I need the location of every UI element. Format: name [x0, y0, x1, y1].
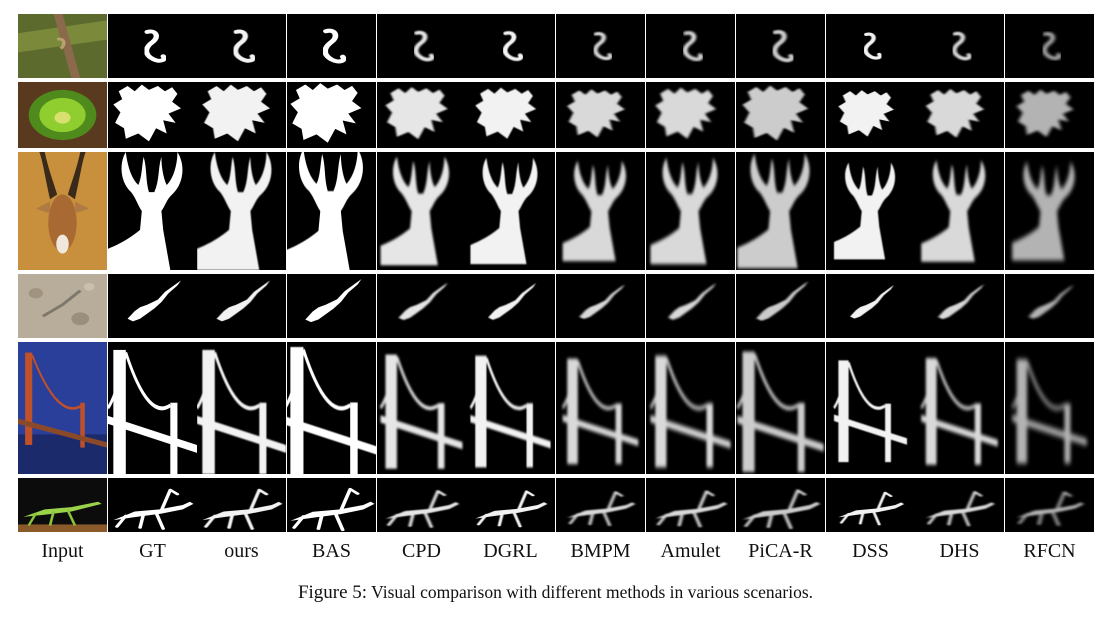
dss-saliency-map — [826, 14, 915, 78]
bmpm-saliency-map — [556, 342, 645, 474]
bas-saliency-map — [287, 82, 376, 148]
dgrl-saliency-map — [466, 342, 555, 474]
dss-saliency-map — [826, 152, 915, 270]
pica-saliency-map — [736, 152, 825, 270]
dgrl-saliency-map — [466, 14, 555, 78]
column-label-bas: BAS — [312, 540, 351, 562]
gt-saliency-map — [108, 152, 197, 270]
column-label-amulet: Amulet — [660, 540, 721, 562]
bmpm-saliency-map — [556, 478, 645, 532]
input-image — [18, 152, 107, 270]
ours-saliency-map — [197, 342, 286, 474]
amulet-saliency-map — [646, 478, 735, 532]
rfcn-saliency-map — [1005, 274, 1094, 338]
ours-saliency-map — [197, 274, 286, 338]
pica-saliency-map — [736, 478, 825, 532]
rfcn-saliency-map — [1005, 342, 1094, 474]
pica-saliency-map — [736, 274, 825, 338]
rfcn-saliency-map — [1005, 82, 1094, 148]
gt-saliency-map — [108, 274, 197, 338]
caption-number: Figure 5: — [297, 582, 368, 603]
column-label-ours: ours — [224, 540, 259, 562]
caption-text: Visual comparison with different methods… — [371, 582, 814, 602]
dgrl-saliency-map — [466, 274, 555, 338]
column-label-dgrl: DGRL — [483, 540, 538, 562]
dhs-saliency-map — [915, 274, 1004, 338]
dss-saliency-map — [826, 274, 915, 338]
bas-saliency-map — [287, 14, 376, 78]
amulet-saliency-map — [646, 274, 735, 338]
amulet-saliency-map — [646, 152, 735, 270]
dgrl-saliency-map — [466, 82, 555, 148]
gt-saliency-map — [108, 14, 197, 78]
amulet-saliency-map — [646, 82, 735, 148]
column-label-cpd: CPD — [402, 540, 441, 562]
figure-caption: Figure 5: Visual comparison with differe… — [0, 582, 1111, 604]
column-label-bmpm: BMPM — [570, 540, 631, 562]
input-image — [18, 14, 107, 78]
bmpm-saliency-map — [556, 152, 645, 270]
column-label-rfcn: RFCN — [1023, 540, 1076, 562]
column-label-gt: GT — [139, 540, 166, 562]
gt-saliency-map — [108, 478, 197, 532]
cpd-saliency-map — [377, 82, 466, 148]
column-label-dss: DSS — [852, 540, 889, 562]
bas-saliency-map — [287, 342, 376, 474]
dss-saliency-map — [826, 342, 915, 474]
bmpm-saliency-map — [556, 14, 645, 78]
pica-saliency-map — [736, 82, 825, 148]
bmpm-saliency-map — [556, 82, 645, 148]
dss-saliency-map — [826, 478, 915, 532]
ours-saliency-map — [197, 152, 286, 270]
dhs-saliency-map — [915, 14, 1004, 78]
column-label-input: Input — [41, 540, 84, 562]
rfcn-saliency-map — [1005, 14, 1094, 78]
dgrl-saliency-map — [466, 152, 555, 270]
gt-saliency-map — [108, 82, 197, 148]
bmpm-saliency-map — [556, 274, 645, 338]
amulet-saliency-map — [646, 342, 735, 474]
column-label-pica: PiCA-R — [748, 540, 813, 562]
bas-saliency-map — [287, 274, 376, 338]
pica-saliency-map — [736, 342, 825, 474]
cpd-saliency-map — [377, 152, 466, 270]
ours-saliency-map — [197, 478, 286, 532]
input-image — [18, 274, 107, 338]
dhs-saliency-map — [915, 342, 1004, 474]
dhs-saliency-map — [915, 82, 1004, 148]
cpd-saliency-map — [377, 274, 466, 338]
cpd-saliency-map — [377, 478, 466, 532]
column-label-dhs: DHS — [939, 540, 980, 562]
input-image — [18, 82, 107, 148]
ours-saliency-map — [197, 14, 286, 78]
amulet-saliency-map — [646, 14, 735, 78]
ours-saliency-map — [197, 82, 286, 148]
rfcn-saliency-map — [1005, 152, 1094, 270]
comparison-grid — [18, 14, 1094, 532]
pica-saliency-map — [736, 14, 825, 78]
input-image — [18, 478, 107, 532]
dhs-saliency-map — [915, 152, 1004, 270]
bas-saliency-map — [287, 478, 376, 532]
rfcn-saliency-map — [1005, 478, 1094, 532]
bas-saliency-map — [287, 152, 376, 270]
cpd-saliency-map — [377, 342, 466, 474]
cpd-saliency-map — [377, 14, 466, 78]
dhs-saliency-map — [915, 478, 1004, 532]
input-image — [18, 342, 107, 474]
gt-saliency-map — [108, 342, 197, 474]
dgrl-saliency-map — [466, 478, 555, 532]
dss-saliency-map — [826, 82, 915, 148]
